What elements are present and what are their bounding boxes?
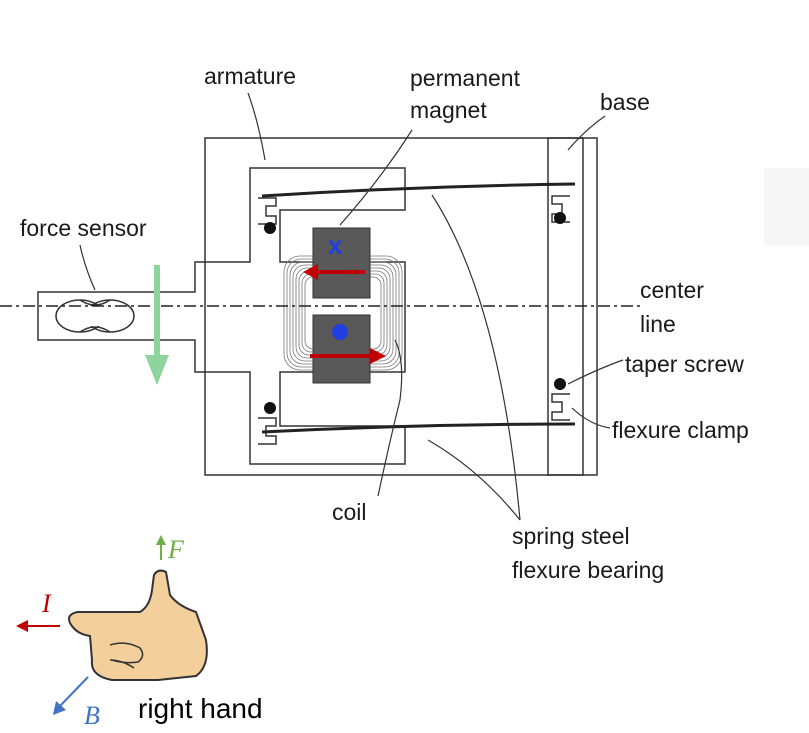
label-base: base <box>600 89 650 115</box>
field-out-of-page-marker <box>332 324 348 340</box>
label-right-hand: right hand <box>138 693 263 724</box>
right-hand-icon <box>68 569 208 681</box>
label-coil: coil <box>332 499 367 525</box>
label-armature: armature <box>204 63 296 89</box>
taper-screw-left-top <box>264 222 276 234</box>
flexure-clamp-right-top <box>551 195 570 223</box>
field-into-page-marker: x <box>328 230 343 260</box>
permanent-magnet-top <box>312 227 371 299</box>
label-line: line <box>640 311 676 337</box>
label-flexure-bearing: flexure bearing <box>512 557 664 583</box>
label-flexure-clamp: flexure clamp <box>612 417 749 443</box>
label-magnet: magnet <box>410 97 487 123</box>
label-force-sensor: force sensor <box>20 215 147 241</box>
label-taper-screw: taper screw <box>625 351 744 377</box>
leader-lines <box>79 92 624 521</box>
symbol-field: B <box>84 701 100 730</box>
label-permanent: permanent <box>410 65 521 91</box>
field-vector-icon <box>53 676 89 715</box>
symbol-current: I <box>41 589 52 618</box>
taper-screw-left-bottom <box>264 402 276 414</box>
taper-screw-right-top <box>554 212 566 224</box>
flexure-bearing-bottom <box>261 422 576 434</box>
current-vector-icon <box>16 620 60 632</box>
armature-body <box>37 167 406 465</box>
base-frame <box>204 137 598 476</box>
current-arrow-bottom <box>310 348 386 364</box>
flexure-bearing-top <box>261 182 576 198</box>
taper-screw-right-bottom <box>554 378 566 390</box>
flexure-clamp-right-bottom <box>551 393 570 421</box>
force-arrow <box>145 265 169 385</box>
edge-box <box>764 168 809 246</box>
current-arrow-top <box>303 264 365 280</box>
force-sensor <box>55 299 135 333</box>
symbol-force: F <box>167 535 185 564</box>
force-vector-icon <box>156 535 166 560</box>
flexure-clamp-left-top <box>258 197 277 225</box>
label-center: center <box>640 277 704 303</box>
label-spring-steel: spring steel <box>512 523 630 549</box>
